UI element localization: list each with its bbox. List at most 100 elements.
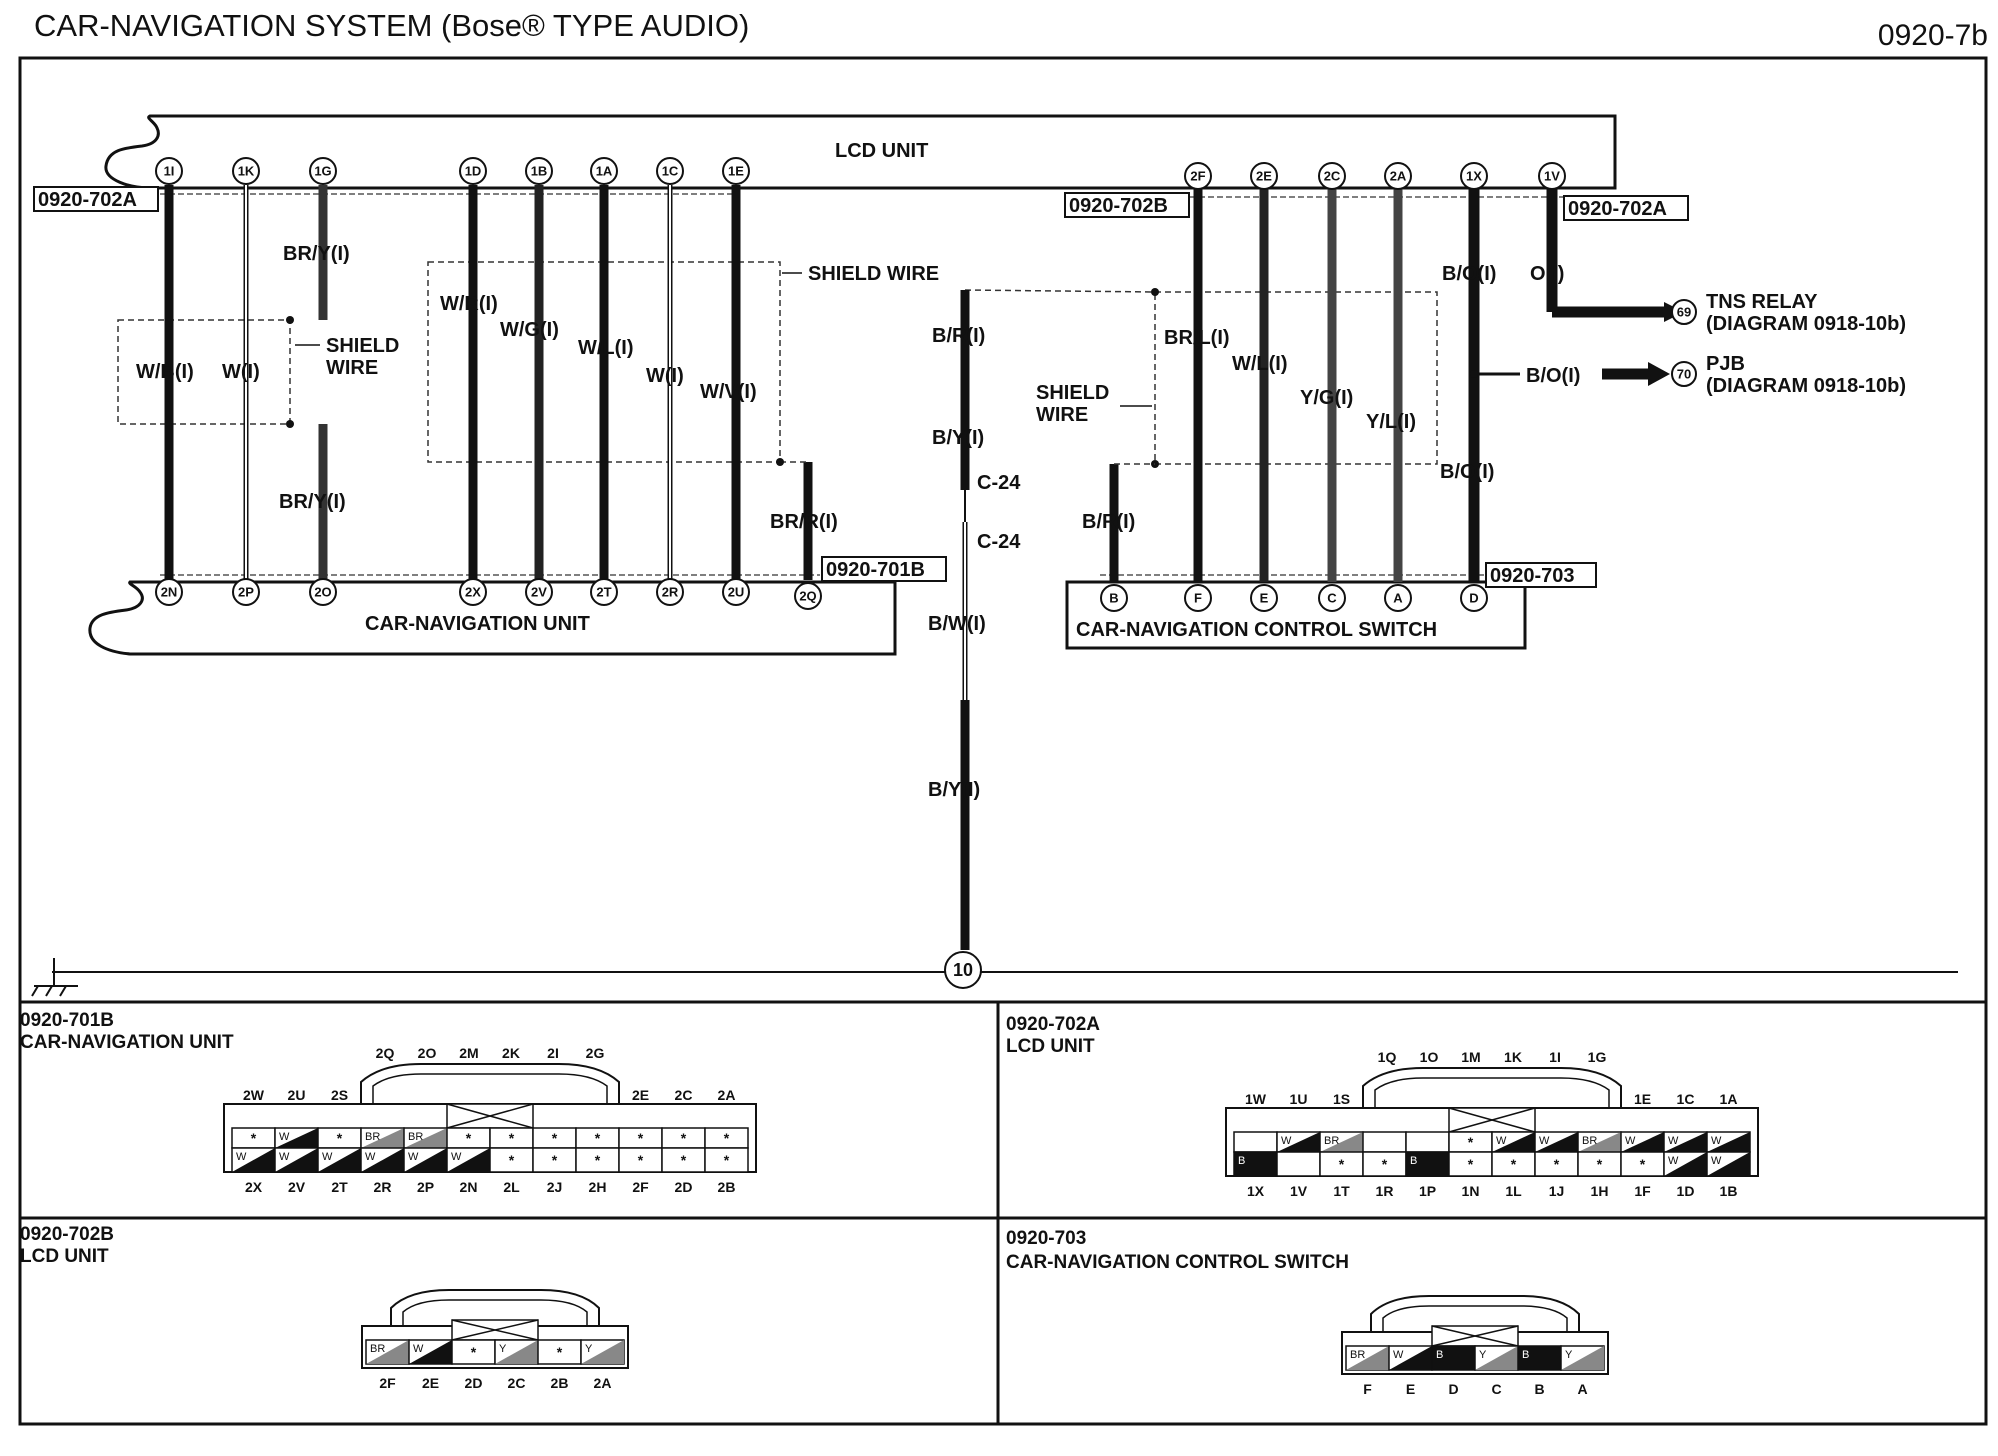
- cell-note: Y: [1565, 1349, 1573, 1361]
- pin-2q-bottom: 2Q: [794, 582, 822, 610]
- connector-pin-label: 1S: [1333, 1091, 1350, 1107]
- connector-pin-label: 1M: [1461, 1049, 1480, 1065]
- cell-note: W: [1625, 1135, 1636, 1147]
- cell-fill-hatch: [1578, 1132, 1621, 1152]
- cell-mark: *: [552, 1130, 558, 1146]
- wire-label: W/R(I): [440, 293, 498, 315]
- cell-note: BR: [1582, 1135, 1597, 1147]
- cell-note: B: [1522, 1349, 1529, 1361]
- cell-mark: *: [1554, 1156, 1560, 1172]
- nav-unit-box: [88, 580, 897, 656]
- cell-note: Y: [1479, 1349, 1487, 1361]
- cell-note: Y: [499, 1343, 507, 1355]
- connector-pin-label: E: [1406, 1381, 1415, 1397]
- cell-mark: *: [1339, 1156, 1345, 1172]
- pin-label: 1K: [238, 164, 255, 179]
- pin-label: 2P: [238, 585, 254, 600]
- connector-cell: [1233, 1131, 1278, 1153]
- cell-note: W: [1281, 1135, 1292, 1147]
- connector-cell: [1431, 1345, 1476, 1371]
- wire-label: W(I): [646, 365, 684, 387]
- connector-pin-label: 1R: [1376, 1183, 1394, 1199]
- connector-pin-label: 1W: [1245, 1091, 1267, 1107]
- connector-pin-label: 1L: [1505, 1183, 1522, 1199]
- page-title: CAR-NAVIGATION SYSTEM (Bose® TYPE AUDIO): [34, 8, 749, 43]
- pin-2p-bottom: 2P: [232, 578, 260, 606]
- shield-label-right-1: SHIELD: [1036, 382, 1109, 404]
- page-id: 0920-7b: [1878, 19, 1988, 52]
- connector-cell: [1405, 1131, 1450, 1153]
- connector-ref-703: 0920-703: [1485, 562, 1597, 588]
- connector-pin-label: 2N: [460, 1179, 478, 1195]
- destination-sub: (DIAGRAM 0918-10b): [1706, 375, 1906, 397]
- connector-view-name: CAR-NAVIGATION UNIT: [20, 1032, 234, 1053]
- connector-ref-text: 0920-702A: [38, 189, 137, 211]
- cell-fill-hatch: [581, 1340, 624, 1364]
- ground-wire-label: B/W(I): [928, 613, 986, 635]
- connector-pin-label: 1U: [1290, 1091, 1308, 1107]
- ground-wire-label: B/Y(I): [928, 779, 980, 801]
- shield-label-right-2: WIRE: [1036, 404, 1088, 426]
- cell-fill-hatch: [1561, 1346, 1604, 1370]
- connector-pin-label: 1K: [1504, 1049, 1522, 1065]
- wire-label: BR/R(I): [770, 511, 838, 533]
- lcd-unit-label: LCD UNIT: [835, 140, 928, 162]
- cell-mark: *: [557, 1344, 563, 1360]
- connector-pin-label: 2T: [331, 1179, 348, 1195]
- pin-2c-top: 2C: [1318, 162, 1346, 190]
- destination-sub: (DIAGRAM 0918-10b): [1706, 313, 1906, 335]
- pin-label: 2C: [1324, 169, 1341, 184]
- cell-fill-diagonal: [1492, 1132, 1535, 1152]
- connector-view-name: LCD UNIT: [20, 1246, 109, 1267]
- connector-pin-label: 1Q: [1378, 1049, 1397, 1065]
- connector-pin-label: A: [1577, 1381, 1587, 1397]
- pin-1g-top: 1G: [309, 157, 337, 185]
- connector-cell: [1534, 1151, 1579, 1177]
- cell-fill-diagonal: [318, 1148, 361, 1172]
- cell-note: W: [1711, 1135, 1722, 1147]
- cell-mark: *: [471, 1344, 477, 1360]
- cell-fill-hatch: [1320, 1132, 1363, 1152]
- pin-label: 1V: [1544, 169, 1560, 184]
- pin-label: 2E: [1256, 169, 1272, 184]
- cell-note: W: [1711, 1155, 1722, 1167]
- connector-pin-label: 1X: [1247, 1183, 1265, 1199]
- ground-wire-label: B/R(I): [932, 325, 985, 347]
- connector-pin-label: 2C: [508, 1375, 526, 1391]
- pin-2e-top: 2E: [1250, 162, 1278, 190]
- connector-cell: [1276, 1151, 1321, 1177]
- connector-ref-701b: 0920-701B: [821, 556, 947, 582]
- cell-note: Y: [585, 1343, 593, 1355]
- pin-1a-top: 1A: [590, 157, 618, 185]
- cell-fill-diagonal: [1664, 1132, 1707, 1152]
- destination-tns-relay: 69 TNS RELAY (DIAGRAM 0918-10b): [1671, 291, 1906, 335]
- connector-pin-label: 1B: [1720, 1183, 1738, 1199]
- connector-pin-label: 2X: [245, 1179, 263, 1195]
- wire-label: O(I): [1530, 263, 1564, 285]
- cell-fill-hatch: [1475, 1346, 1518, 1370]
- cell-mark: *: [638, 1130, 644, 1146]
- wire-label: W(I): [222, 361, 260, 383]
- connector-ref-702b: 0920-702B: [1064, 192, 1190, 218]
- connector-cell: [451, 1339, 496, 1365]
- cell-mark: *: [681, 1152, 687, 1168]
- pin-c-bottom: C: [1318, 584, 1346, 612]
- connector-view-ref: 0920-702B: [20, 1224, 114, 1245]
- connector-pin-label: F: [1363, 1381, 1372, 1397]
- connector-pin-label: 2B: [551, 1375, 569, 1391]
- pin-label: 1D: [465, 164, 482, 179]
- connector-pin-label: 1E: [1634, 1091, 1651, 1107]
- cell-note: BR: [1350, 1349, 1365, 1361]
- connector-pin-label: 2H: [589, 1179, 607, 1195]
- connector-pin-label: 1I: [1549, 1049, 1561, 1065]
- cell-mark: *: [466, 1130, 472, 1146]
- cell-note: W: [408, 1151, 419, 1163]
- wire-label: Y/G(I): [1300, 387, 1353, 409]
- pin-1k-top: 1K: [232, 157, 260, 185]
- connector-pin-label: 2P: [417, 1179, 434, 1195]
- ground-wire: C-24 C-24 B/R(I) B/Y(I) B/W(I) B/Y(I): [928, 290, 1021, 950]
- cell-note: W: [1496, 1135, 1507, 1147]
